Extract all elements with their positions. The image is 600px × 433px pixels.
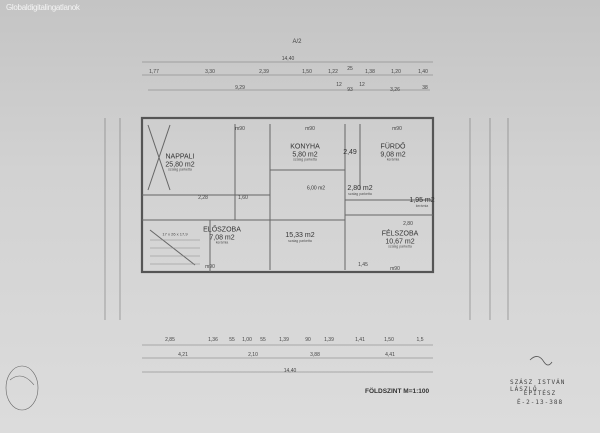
dim: 3,26 <box>390 87 400 93</box>
watermark-text: Globaldigitalingatlanok <box>6 3 80 12</box>
dim: 12 <box>359 82 365 88</box>
dim: 2,28 <box>198 195 208 201</box>
dim: 2,39 <box>259 69 269 75</box>
dim: 93 <box>347 87 353 93</box>
dim: 1,20 <box>391 69 401 75</box>
dim: 1,36 <box>208 337 218 343</box>
dim: 1,50 <box>302 69 312 75</box>
dim: 2,10 <box>248 352 258 358</box>
dim: 1,60 <box>238 195 248 201</box>
approval-stamp <box>5 365 39 411</box>
plan-title: FÖLDSZINT M=1:100 <box>365 388 430 395</box>
dim: 55 <box>229 337 235 343</box>
dim: 3,88 <box>310 352 320 358</box>
dim: 25 <box>347 66 353 72</box>
dim: 1,77 <box>149 69 159 75</box>
sheet-label: A/2 <box>292 39 302 45</box>
door-label: m90 <box>305 126 315 132</box>
dim: 1,00 <box>242 337 252 343</box>
dim-bottom-total: 14,40 <box>283 368 297 374</box>
architect-name: SZÁSZ ISTVÁN LÁSZLÓ <box>510 379 566 393</box>
dim: 1,39 <box>279 337 289 343</box>
dim: 12 <box>336 82 342 88</box>
dim: 2,80 <box>403 221 413 227</box>
door-label: m90 <box>205 264 215 270</box>
dim: 4,21 <box>178 352 188 358</box>
dim: 1,45 <box>358 262 368 268</box>
stair <box>150 239 200 265</box>
dim: 1,38 <box>365 69 375 75</box>
dim: 2,85 <box>165 337 175 343</box>
door-label: m90 <box>390 266 400 272</box>
dim: 38 <box>422 85 428 91</box>
dim: 1,40 <box>418 69 428 75</box>
dim: 90 <box>305 337 311 343</box>
architect-signature <box>529 356 553 366</box>
door-label: m90 <box>392 126 402 132</box>
room-closet: 2,49 <box>343 149 357 157</box>
dim: 1,39 <box>324 337 334 343</box>
dim: 1,5 <box>416 337 424 343</box>
dim-top-total: 14,40 <box>281 56 295 62</box>
room-pantry: 6,00 m2 <box>306 185 326 192</box>
dim: 4,41 <box>385 352 395 358</box>
architect-role: ÉPÍTÉSZ <box>523 390 557 397</box>
stair-spec: 17 x 26 x 17,9 <box>162 231 188 237</box>
dim: 1,41 <box>355 337 365 343</box>
architect-license: É-2-13-388 <box>516 399 564 406</box>
dim: 9,29 <box>235 85 245 91</box>
dim: 1,50 <box>384 337 394 343</box>
dim: 55 <box>260 337 266 343</box>
dim: 3,30 <box>205 69 215 75</box>
dim: 1,22 <box>328 69 338 75</box>
interior-walls <box>142 124 433 272</box>
door-label: m90 <box>235 126 245 132</box>
